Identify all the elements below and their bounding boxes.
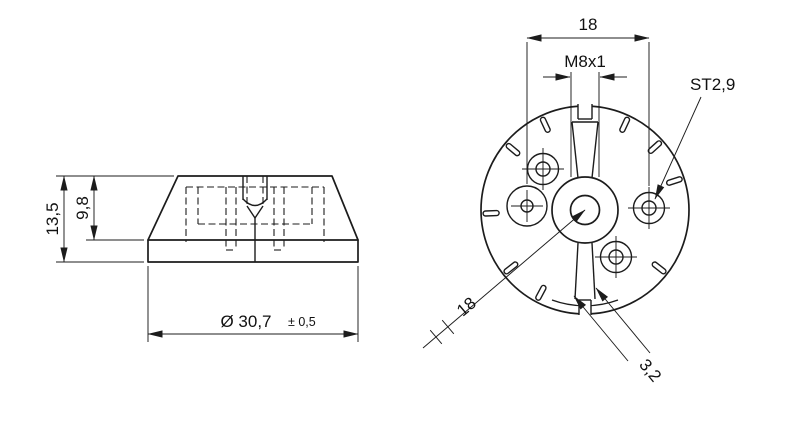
diag-ext-tick-a: [441, 319, 455, 335]
hub-circle: [551, 176, 619, 244]
dim-text-thread: M8x1: [564, 52, 606, 71]
dim-text-diameter-tolerance: ± 0,5: [288, 315, 316, 329]
vent-slot: [539, 116, 551, 133]
vent-slot: [482, 209, 500, 217]
dim-text-upper-height: 9,8: [73, 196, 92, 220]
dim-text-total-height: 13,5: [43, 202, 62, 235]
top-view: 18 M8x1 ST2,9 18 3,2: [422, 15, 735, 386]
pocket-bottom-arc: [242, 198, 268, 207]
slot-width-line-a: [573, 295, 629, 362]
vent-slot: [619, 116, 631, 133]
dim-text-diag-spacing: 18: [453, 293, 480, 320]
vent-slot: [665, 176, 683, 186]
bottom-wedge-left: [574, 242, 579, 300]
thread-hole-circle: [569, 194, 601, 226]
vent-slot: [535, 284, 547, 301]
vent-slot: [505, 142, 521, 157]
dim-text-screw: ST2,9: [690, 75, 735, 94]
dim-text-hole-spacing: 18: [579, 15, 598, 34]
top-wedge-right: [591, 121, 599, 179]
center-vee: [246, 205, 264, 219]
diag-dimension-line: [422, 209, 586, 349]
vent-slot: [651, 261, 667, 275]
vent-slot: [503, 261, 519, 275]
slot-width-line-b: [595, 287, 651, 354]
dim-text-diameter: Ø 30,7: [220, 312, 271, 331]
diag-ext-tick-b: [429, 329, 443, 345]
vent-slot: [647, 140, 663, 154]
top-notch-mask: [578, 100, 592, 121]
side-view: 13,5 9,8 Ø 30,7 ± 0,5: [43, 175, 359, 342]
left-boss-circle: [506, 185, 548, 227]
bottom-wedge-right: [591, 242, 596, 300]
top-wedge-left: [571, 121, 579, 179]
side-view-outline: [147, 175, 359, 263]
leader-screw: [654, 96, 702, 200]
dim-text-slot-width: 3,2: [635, 355, 665, 385]
